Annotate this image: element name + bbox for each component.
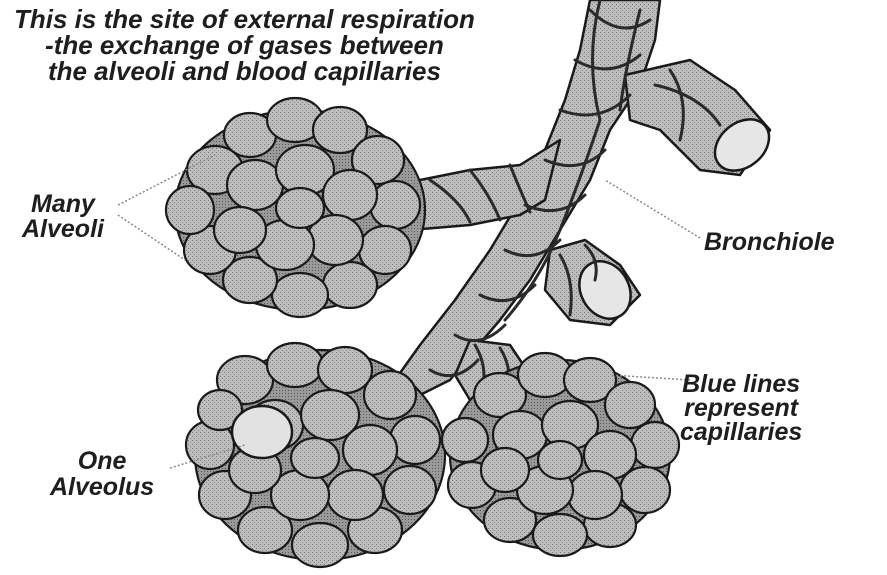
title-line-1: This is the site of external respiration <box>14 6 475 32</box>
label-blue-lines: Blue lines represent capillaries <box>680 372 802 444</box>
label-one-alveolus-line-2: Alveolus <box>50 474 154 500</box>
alveoli-cluster-lower-left <box>186 343 445 567</box>
label-many-alveoli-line-2: Alveoli <box>22 217 104 242</box>
label-many-alveoli-line-1: Many <box>22 192 104 217</box>
leader-bronchiole <box>605 180 700 238</box>
title-line-2: -the exchange of gases between <box>14 32 475 58</box>
single-alveolus <box>232 406 292 458</box>
alveoli-cluster-lower-right <box>442 353 679 556</box>
diagram-title: This is the site of external respiration… <box>14 6 475 84</box>
title-line-3: the alveoli and blood capillaries <box>14 58 475 84</box>
label-blue-lines-line-1: Blue lines <box>680 372 802 396</box>
label-blue-lines-line-2: represent <box>680 396 802 420</box>
label-one-alveolus: One Alveolus <box>50 448 154 500</box>
alveoli-cluster-upper <box>166 98 425 317</box>
label-many-alveoli: Many Alveoli <box>22 192 104 242</box>
label-bronchiole: Bronchiole <box>704 230 835 255</box>
label-one-alveolus-line-1: One <box>50 448 154 474</box>
label-blue-lines-line-3: capillaries <box>680 420 802 444</box>
